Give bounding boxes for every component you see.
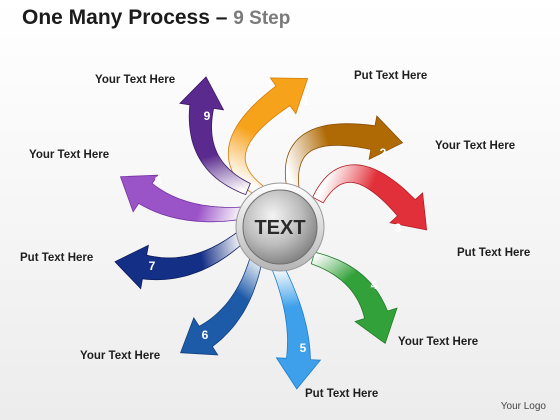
process-arrow-4 [310,251,398,345]
process-arrow-1 [227,77,309,198]
process-arrow-5 [271,264,322,390]
step-label-3: Put Text Here [457,247,531,259]
arrow-number-4: 4 [371,278,378,292]
arrow-number-7: 7 [149,259,156,273]
process-arrow-6 [180,253,264,356]
process-arrow-9 [179,76,251,196]
title-subtitle: 9 Step [233,8,291,29]
logo-placeholder: Your Logo [500,401,546,412]
slide-title: One Many Process – 9 Step [22,6,290,30]
step-label-5: Put Text Here [305,388,379,400]
arrow-number-8: 8 [155,174,162,188]
step-label-9: Your Text Here [95,74,176,86]
center-hub: TEXT [235,182,325,272]
hub-core [242,189,318,265]
process-arrow-8 [119,174,245,223]
step-label-1: Put Text Here [354,70,428,82]
title-dash: – [215,6,228,29]
arrow-number-3: 3 [395,221,402,235]
arrow-group: 1 2 3 4 5 6 7 8 9 [114,76,428,390]
step-label-6: Your Text Here [80,350,161,362]
arrow-number-5: 5 [300,341,307,355]
process-arrow-3 [312,164,428,231]
step-label-8: Your Text Here [29,149,110,161]
process-arrow-2 [284,115,404,190]
process-arrow-7 [114,230,247,290]
arrow-number-2: 2 [380,146,387,160]
arrow-number-1: 1 [303,94,310,108]
title-main: One Many Process [22,6,210,29]
step-label-4: Your Text Here [398,336,479,348]
step-label-7: Put Text Here [20,252,94,264]
center-text: TEXT [254,217,305,239]
step-label-2: Your Text Here [435,140,516,152]
arrow-number-6: 6 [202,328,209,342]
arrow-number-9: 9 [204,109,211,123]
